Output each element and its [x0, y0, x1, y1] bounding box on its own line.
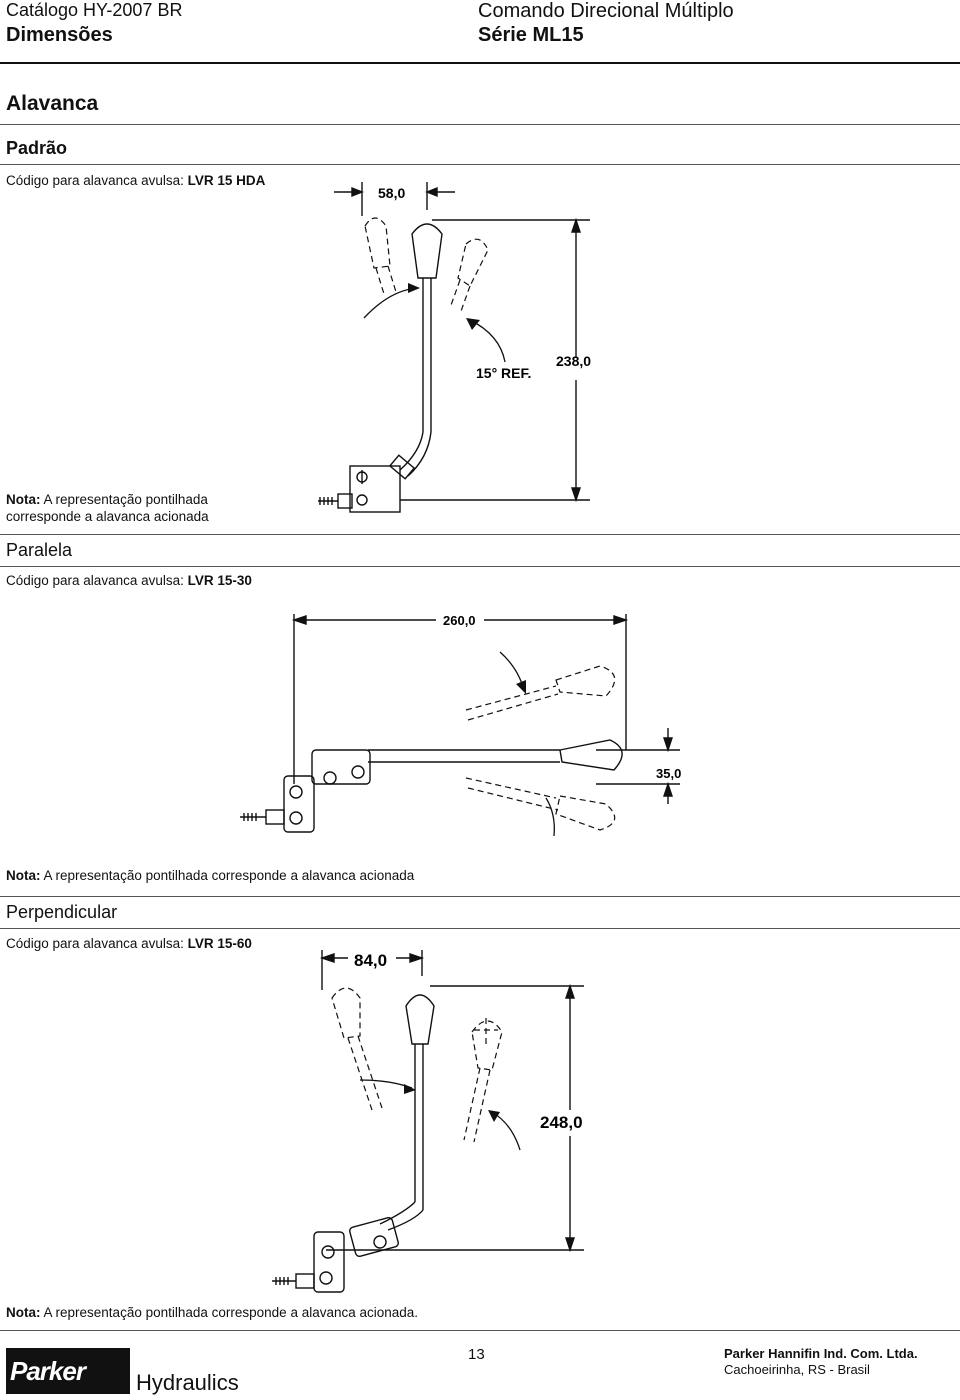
standard-height-label: 238,0 [556, 353, 591, 369]
perpendicular-heading: Perpendicular [6, 902, 118, 922]
parallel-code: LVR 15-30 [187, 573, 252, 588]
parallel-code-line: Código para alavanca avulsa: LVR 15-30 [6, 573, 252, 588]
perpendicular-note-label: Nota: [6, 1305, 41, 1320]
page-number: 13 [468, 1346, 485, 1363]
standard-rule [0, 164, 960, 165]
perpendicular-code-label: Código para alavanca avulsa: [6, 936, 184, 951]
standard-width-label: 58,0 [378, 185, 405, 201]
parallel-height-label: 35,0 [656, 766, 681, 781]
perpendicular-note-text: A representação pontilhada corresponde a… [43, 1305, 419, 1320]
perpendicular-lever-drawing: 84,0 248,0 [272, 950, 584, 1293]
perpendicular-rule [0, 928, 960, 929]
catalog-label: Catálogo HY-2007 BR [6, 0, 183, 20]
parallel-top-rule [0, 534, 960, 535]
section-label: Dimensões [6, 24, 113, 46]
parallel-note-label: Nota: [6, 868, 41, 883]
parallel-note: Nota: A representação pontilhada corresp… [6, 867, 414, 884]
standard-heading: Padrão [6, 138, 68, 158]
parallel-note-text: A representação pontilhada corresponde a… [43, 868, 415, 883]
page-title: Alavanca [6, 92, 99, 115]
perpendicular-top-rule [0, 896, 960, 897]
product-title: Comando Direcional Múltiplo [478, 0, 734, 22]
standard-note: Nota: A representação pontilhada corresp… [6, 491, 209, 525]
perpendicular-width-label: 84,0 [354, 951, 387, 970]
division-label: Hydraulics [136, 1370, 239, 1395]
parallel-width-label: 260,0 [443, 613, 476, 628]
standard-angle-label: 15° REF. [476, 365, 531, 381]
perpendicular-note: Nota: A representação pontilhada corresp… [6, 1304, 418, 1321]
company-name: Parker Hannifin Ind. Com. Ltda. [724, 1346, 918, 1361]
parallel-code-label: Código para alavanca avulsa: [6, 573, 184, 588]
series-title: Série ML15 [478, 24, 584, 46]
standard-code: LVR 15 HDA [187, 173, 266, 188]
standard-note-line2: corresponde a alavanca acionada [6, 509, 209, 524]
perpendicular-code: LVR 15-60 [187, 936, 252, 951]
parallel-heading: Paralela [6, 540, 73, 560]
parker-logo [6, 1348, 130, 1394]
standard-note-line1: A representação pontilhada [43, 492, 208, 507]
standard-code-line: Código para alavanca avulsa: LVR 15 HDA [6, 173, 265, 188]
header-rule [0, 62, 960, 64]
standard-note-label: Nota: [6, 492, 41, 507]
parallel-rule [0, 566, 960, 567]
perpendicular-height-label: 248,0 [540, 1113, 583, 1132]
perpendicular-code-line: Código para alavanca avulsa: LVR 15-60 [6, 936, 252, 951]
standard-code-label: Código para alavanca avulsa: [6, 173, 184, 188]
parker-logo-text: Parker [10, 1356, 86, 1386]
title-rule [0, 124, 960, 125]
standard-lever-drawing: 58,0 238,0 15° REF. [318, 182, 591, 513]
footer-rule [0, 1330, 960, 1331]
company-city: Cachoeirinha, RS - Brasil [724, 1362, 870, 1377]
parallel-lever-drawing: 260,0 35,0 [240, 613, 681, 837]
